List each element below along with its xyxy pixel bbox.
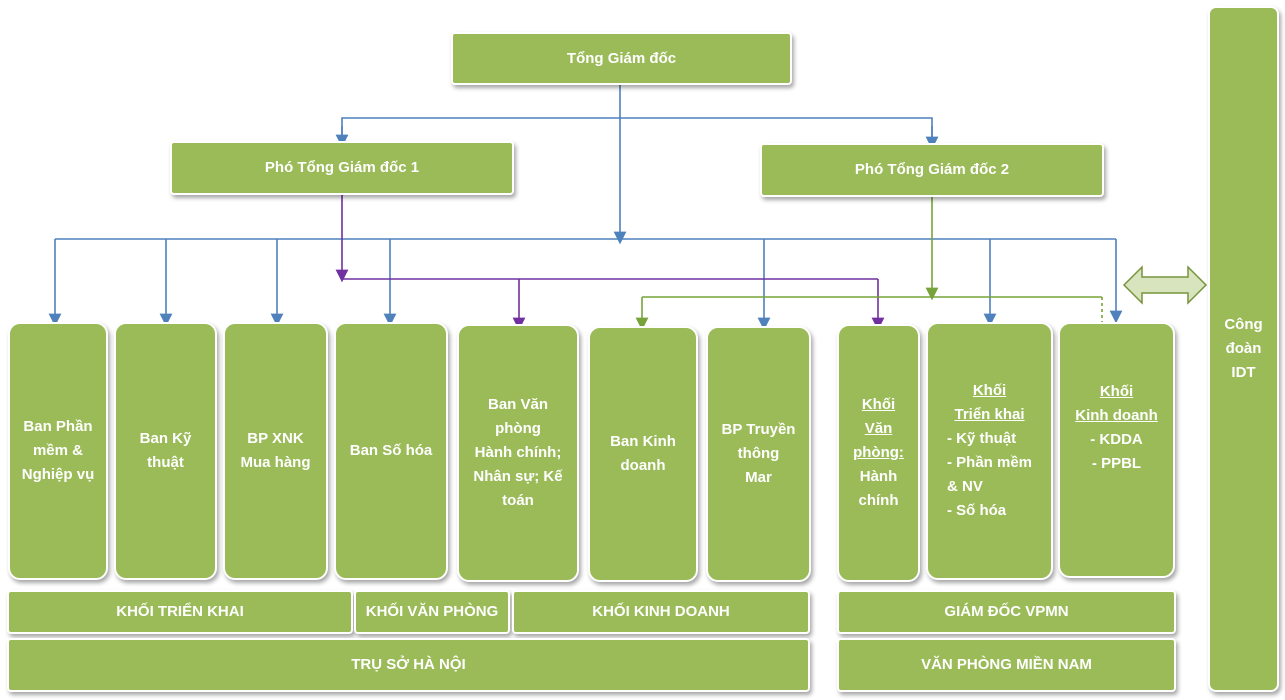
group-label: VĂN PHÒNG MIỀN NAM bbox=[921, 656, 1092, 673]
dept-bp-xnk: BP XNK Mua hàng bbox=[223, 322, 328, 580]
group-label: GIÁM ĐỐC VPMN bbox=[944, 603, 1069, 620]
ceo-box: Tổng Giám đốc bbox=[451, 32, 792, 85]
south-tk-item: - Kỹ thuật bbox=[946, 430, 1017, 447]
group-label: KHỐI VĂN PHÒNG bbox=[365, 603, 499, 620]
group-khoi-kinh-doanh: KHỐI KINH DOANH bbox=[512, 590, 810, 634]
group-label: TRỤ SỞ HÀ NỘI bbox=[351, 656, 466, 673]
group-khoi-trien-khai: KHỐI TRIỂN KHAI bbox=[7, 590, 353, 634]
vp2-connectors bbox=[635, 196, 1103, 331]
south-tk-title: Khối Triển khai bbox=[954, 382, 1025, 423]
dept-label: BP Truyền thông Mar bbox=[721, 421, 796, 486]
double-arrow-icon bbox=[1122, 265, 1208, 305]
dept-ban-van-phong: Ban Văn phòng Hành chính; Nhân sự; Kế to… bbox=[457, 324, 579, 582]
dept-label: Ban Kinh doanh bbox=[610, 433, 676, 474]
ceo-connectors bbox=[48, 84, 1123, 331]
south-tk-content: Khối Triển khai - Kỹ thuật - Phần mềm & … bbox=[947, 379, 1032, 523]
dept-ban-kinh-doanh: Ban Kinh doanh bbox=[588, 326, 698, 582]
south-kd-item: - PPBL bbox=[1091, 455, 1142, 472]
dept-label: Ban Kỹ thuật bbox=[139, 430, 192, 471]
south-tk-item: - Phần mềm & NV bbox=[946, 454, 1033, 495]
south-vp-content: Khối Văn phòng: Hành chính bbox=[853, 393, 904, 513]
south-vp-body: Hành chính bbox=[858, 468, 899, 509]
group-khoi-van-phong: KHỐI VĂN PHÒNG bbox=[354, 590, 510, 634]
south-kd-content: Khối Kinh doanh - KDDA - PPBL bbox=[1075, 380, 1158, 476]
dept-label: Ban Phần mềm & Nghiệp vụ bbox=[21, 418, 95, 483]
group-van-phong-mien-nam: VĂN PHÒNG MIỀN NAM bbox=[837, 638, 1176, 692]
dept-label: Ban Số hóa bbox=[349, 442, 433, 459]
south-khoi-kinh-doanh: Khối Kinh doanh - KDDA - PPBL bbox=[1058, 322, 1175, 578]
vp2-box: Phó Tổng Giám đốc 2 bbox=[760, 143, 1104, 197]
group-label: KHỐI KINH DOANH bbox=[592, 603, 730, 620]
dept-ban-phan-mem: Ban Phần mềm & Nghiệp vụ bbox=[8, 322, 108, 580]
union-box: Công đoàn IDT bbox=[1208, 6, 1279, 692]
group-label: KHỐI TRIỂN KHAI bbox=[116, 603, 244, 620]
south-vp-title: Khối Văn phòng: bbox=[853, 396, 904, 461]
group-tru-so-ha-noi: TRỤ SỞ HÀ NỘI bbox=[7, 638, 810, 692]
vp1-connectors bbox=[335, 194, 885, 331]
south-kd-item: - KDDA bbox=[1090, 431, 1143, 448]
south-khoi-trien-khai: Khối Triển khai - Kỹ thuật - Phần mềm & … bbox=[926, 322, 1053, 580]
union-label: Công đoàn IDT bbox=[1224, 316, 1263, 381]
south-tk-item: - Số hóa bbox=[946, 502, 1007, 519]
south-kd-title: Khối Kinh doanh bbox=[1075, 383, 1158, 424]
vp2-label: Phó Tổng Giám đốc 2 bbox=[854, 161, 1010, 178]
dept-label: BP XNK Mua hàng bbox=[240, 430, 311, 471]
group-giam-doc-vpmn: GIÁM ĐỐC VPMN bbox=[837, 590, 1176, 634]
dept-ban-ky-thuat: Ban Kỹ thuật bbox=[114, 322, 217, 580]
dept-bp-truyen-thong: BP Truyền thông Mar bbox=[706, 326, 811, 582]
vp1-box: Phó Tổng Giám đốc 1 bbox=[170, 141, 514, 195]
south-khoi-van-phong: Khối Văn phòng: Hành chính bbox=[837, 324, 920, 582]
dept-ban-so-hoa: Ban Số hóa bbox=[334, 322, 448, 580]
ceo-label: Tổng Giám đốc bbox=[566, 49, 677, 67]
vp1-label: Phó Tổng Giám đốc 1 bbox=[264, 159, 420, 176]
dept-label: Ban Văn phòng Hành chính; Nhân sự; Kế to… bbox=[473, 396, 563, 509]
